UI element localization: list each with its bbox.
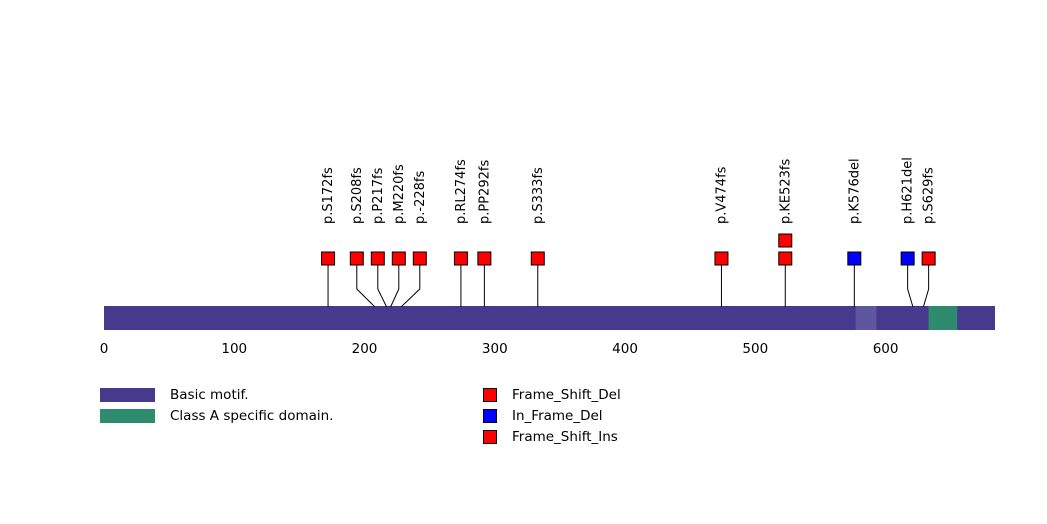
legend-row-class-a-domain: Class A specific domain. <box>100 408 334 424</box>
mutation-connector <box>390 265 400 308</box>
mutation-marker[interactable] <box>370 251 385 266</box>
frame-shift-del-swatch <box>483 388 497 402</box>
basic-motif-swatch <box>100 388 155 402</box>
mutation-marker[interactable] <box>778 233 793 248</box>
frame-shift-del-label: Frame_Shift_Del <box>512 387 621 403</box>
mutation-connector <box>922 265 930 308</box>
class-a-domain-swatch <box>100 409 155 423</box>
mutation-marker[interactable] <box>921 251 936 266</box>
mutation-label: p.V474fs <box>714 166 729 224</box>
mutation-marker[interactable] <box>847 251 862 266</box>
mutation-marker[interactable] <box>321 251 336 266</box>
mutation-marker[interactable] <box>349 251 364 266</box>
mutation-label: p.S208fs <box>350 167 365 224</box>
mutation-marker[interactable] <box>391 251 406 266</box>
basic-motif-label: Basic motif. <box>170 387 249 403</box>
mutation-label: p.K576del <box>847 158 862 224</box>
legend-row-frame-shift-del: Frame_Shift_Del <box>483 387 621 403</box>
axis-tick-label: 400 <box>612 341 638 357</box>
axis-tick-label: 200 <box>352 341 378 357</box>
mutation-marker[interactable] <box>412 251 427 266</box>
frame-shift-ins-label: Frame_Shift_Ins <box>512 429 618 445</box>
axis-tick-label: 100 <box>221 341 247 357</box>
domain-segment <box>104 306 995 330</box>
mutation-label: p.S629fs <box>922 167 937 224</box>
in-frame-del-label: In_Frame_Del <box>512 408 603 424</box>
mutation-marker[interactable] <box>530 251 545 266</box>
mutation-label: p.KE523fs <box>778 158 793 224</box>
legend-row-in-frame-del: In_Frame_Del <box>483 408 621 424</box>
domain-legend: Basic motif. Class A specific domain. <box>100 387 334 424</box>
mutation-marker[interactable] <box>778 251 793 266</box>
axis-tick-label: 300 <box>482 341 508 357</box>
domain-segment <box>928 306 958 330</box>
mutation-label: p.PP292fs <box>477 160 492 224</box>
in-frame-del-swatch <box>483 409 497 423</box>
mutation-label: p.M220fs <box>392 164 407 224</box>
mutation-connector <box>356 265 376 308</box>
mutation-marker[interactable] <box>477 251 492 266</box>
legend-row-basic-motif: Basic motif. <box>100 387 333 403</box>
mutation-marker[interactable] <box>900 251 915 266</box>
axis-tick-label: 0 <box>100 341 109 357</box>
mutation-label: p.RL274fs <box>454 159 469 224</box>
axis-tick-label: 500 <box>742 341 768 357</box>
frame-shift-ins-swatch <box>483 430 497 444</box>
mutation-connector <box>907 265 914 308</box>
mutation-label: p.-228fs <box>413 171 428 224</box>
mutation-type-legend: Frame_Shift_Del In_Frame_Del Frame_Shift… <box>483 387 621 445</box>
mutation-connector <box>400 265 421 308</box>
mutation-label: p.S333fs <box>531 167 546 224</box>
legend-row-frame-shift-ins: Frame_Shift_Ins <box>483 429 621 445</box>
mutation-connector <box>377 265 388 308</box>
mutation-marker[interactable] <box>714 251 729 266</box>
mutation-marker[interactable] <box>453 251 468 266</box>
mutation-label: p.P217fs <box>371 167 386 224</box>
class-a-domain-label: Class A specific domain. <box>170 408 334 424</box>
domain-segment <box>855 306 877 330</box>
mutation-label: p.S172fs <box>321 167 336 224</box>
mutation-label: p.H621del <box>901 157 916 224</box>
axis-tick-label: 600 <box>873 341 899 357</box>
